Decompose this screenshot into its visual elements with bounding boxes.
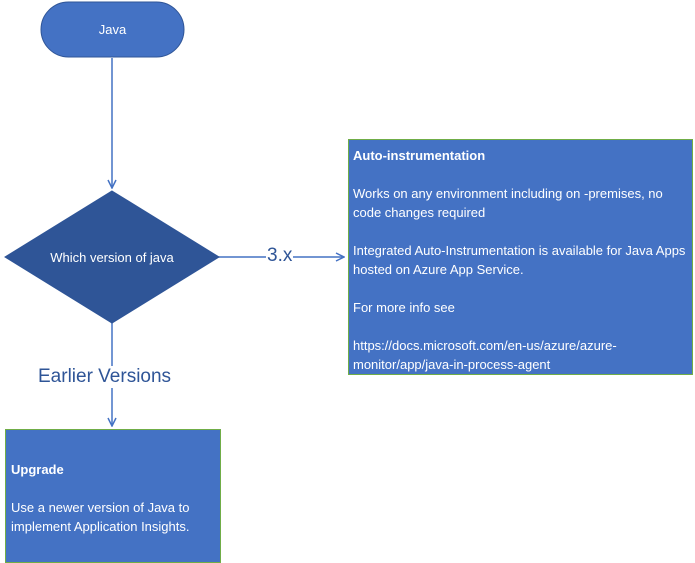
start-node-label: Java [99,22,127,37]
auto-instrumentation-box: Auto-instrumentation Works on any enviro… [348,139,693,375]
auto-instrumentation-paragraph: For more info see [353,300,455,315]
auto-instrumentation-paragraph: Works on any environment including on -p… [353,186,663,220]
decision-node-label: Which version of java [50,250,174,265]
upgrade-box: Upgrade Use a newer version of Java to i… [5,429,221,563]
decision-node [4,190,220,324]
auto-instrumentation-paragraph: Integrated Auto-Instrumentation is avail… [353,243,686,277]
auto-instrumentation-title: Auto-instrumentation [353,148,486,163]
upgrade-paragraph: Use a newer version of Java to implement… [11,500,190,534]
upgrade-title: Upgrade [11,462,64,477]
auto-instrumentation-link: https://docs.microsoft.com/en-us/azure/a… [353,338,617,372]
edge-label-3x: 3.x [266,245,294,267]
start-node [40,1,185,58]
edge-label-earlier-versions: Earlier Versions [37,366,173,388]
